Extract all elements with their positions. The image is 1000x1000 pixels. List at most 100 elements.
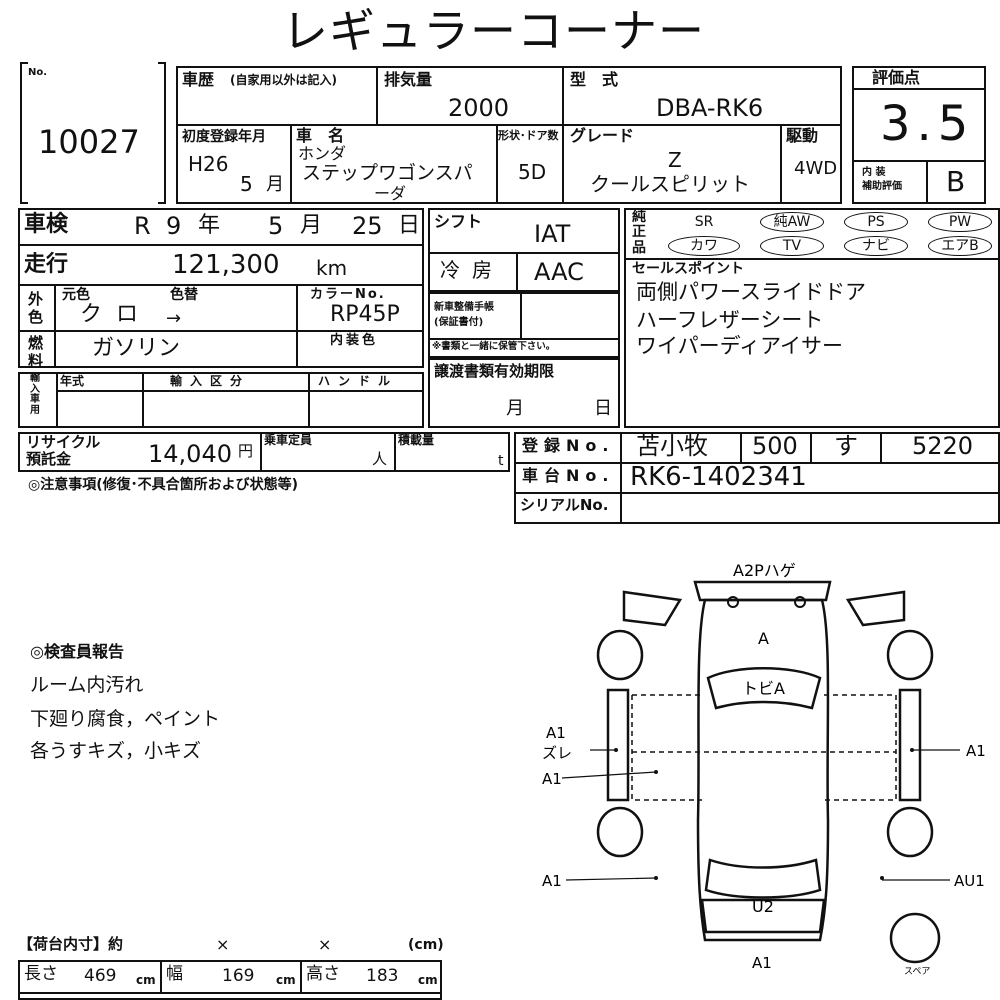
registration-label: 登録No. [522, 436, 615, 455]
cargo-height: 183 [366, 966, 399, 986]
inspection-year: 9 [166, 212, 182, 240]
shift-value: IAT [534, 220, 571, 248]
cargo-length-label: 長さ [24, 964, 58, 984]
first-reg-month: 5 [240, 172, 253, 196]
shift-ac-block [428, 208, 620, 292]
car-name-line2: ーダ [374, 184, 407, 203]
genuine-opt-leather: カワ [668, 236, 740, 256]
reg-area: 苫小牧 [636, 432, 708, 460]
diagram-roof: A [758, 629, 769, 648]
diagram-left-upper-b: ズレ [542, 744, 572, 762]
genuine-opt-airbag: エアB [928, 236, 992, 256]
score-label: 評価点 [872, 68, 921, 87]
diagram-top: A2Pハゲ [733, 561, 796, 580]
sales-points-label: セールスポイント [632, 261, 744, 277]
inspector-line-2: 下廻り腐食，ペイント [30, 708, 221, 730]
genuine-opt-ps: PS [844, 212, 908, 232]
rear-left-wheel [596, 806, 644, 858]
inspection-day: 25 [352, 212, 383, 240]
door-line-right [824, 695, 897, 801]
import-label: 輸 入 車 用 [30, 373, 40, 416]
fuel-value: ガソリン [92, 336, 181, 361]
load-label: 積載量 [398, 433, 435, 447]
lot-number-box: No. 10027 [20, 62, 166, 204]
grade-line2: クールスピリット [590, 172, 750, 196]
genuine-opt-navi: ナビ [844, 236, 908, 256]
rear-window [704, 858, 822, 899]
color-no-label: カラーNo. [310, 287, 386, 302]
first-reg-month-unit: 月 [266, 174, 284, 195]
cargo-width-label: 幅 [166, 964, 183, 984]
import-handle-label: ハンドル [318, 374, 399, 388]
load-unit: t [498, 453, 504, 469]
diagram-spare: スペア [904, 967, 930, 977]
windshield [706, 667, 822, 710]
first-reg-era: H26 [188, 152, 229, 176]
diagram-rear: U2 [752, 897, 774, 916]
caution-label: ◎注意事項(修復･不具合箇所および状態等) [28, 477, 299, 493]
manual-label: 新車整備手帳 (保証書付) [434, 302, 494, 328]
car-name-label: 車 名 [296, 126, 345, 145]
inspector-line-3: 各うすキズ，小キズ [30, 740, 202, 762]
score-value: 3.5 [880, 96, 975, 152]
shape-value: 5D [518, 160, 547, 184]
registration-block [514, 432, 1000, 524]
rear-panel [700, 898, 826, 934]
rear-right-wheel [886, 806, 934, 858]
serial-label: シリアルNo. [520, 496, 609, 514]
color-no-value: RP45P [330, 302, 400, 327]
diagram-left-upper-a: A1 [546, 724, 566, 742]
diagram-right-mid: A1 [966, 742, 986, 760]
transfer-block [428, 358, 620, 428]
history-label: 車歴 [182, 70, 215, 89]
capacity-unit: 人 [372, 450, 388, 468]
interior-value: B [946, 165, 966, 198]
lot-no-label: No. [28, 67, 48, 78]
model-value: DBA-RK6 [656, 94, 764, 122]
interior-label: 内 装 補助評価 [862, 167, 902, 192]
cargo-x2: × [318, 935, 332, 954]
transfer-day-unit: 日 [594, 398, 612, 419]
cargo-block [18, 960, 442, 1000]
grade-line1: Z [668, 148, 682, 172]
reg-kana: す [834, 432, 858, 460]
inspector-line-1: ルーム内汚れ [30, 674, 144, 696]
mileage-label: 走行 [24, 252, 69, 277]
displacement-value: 2000 [448, 94, 510, 122]
left-side-sill [606, 688, 630, 802]
inspection-month: 5 [268, 212, 284, 240]
color-arrow: → [166, 308, 182, 329]
page-title: レギュラーコーナー [282, 4, 705, 58]
cargo-length-cm: cm [136, 973, 156, 987]
shape-label: 形状･ドア数 [498, 129, 559, 142]
drive-label: 駆動 [786, 126, 819, 145]
spare-tire [889, 912, 941, 964]
front-bumper [693, 580, 832, 602]
score-box [852, 66, 986, 204]
import-type-label: 輸入区分 [170, 374, 251, 388]
diagram-windshield: トビA [742, 679, 785, 698]
cargo-label: 【荷台内寸】約 [18, 935, 124, 953]
chassis-label: 車台No. [522, 466, 615, 485]
diagram-left-low: A1 [542, 872, 562, 890]
cargo-unit: (cm) [408, 937, 444, 953]
mileage-unit: km [316, 256, 348, 280]
capacity-label: 乗車定員 [264, 433, 313, 447]
import-block [18, 372, 424, 428]
sales-point-1: 両側パワースライドドア [636, 280, 866, 304]
front-right-wheel [886, 629, 934, 681]
reg-number: 5220 [912, 432, 974, 460]
import-year-label: 年式 [60, 374, 85, 388]
change-color-label: 色替 [170, 287, 198, 303]
recycle-unit: 円 [238, 442, 254, 460]
car-body-outline [696, 598, 830, 942]
transfer-month-unit: 月 [506, 398, 524, 419]
diagram-bottom: A1 [752, 954, 772, 972]
door-line-left [631, 695, 702, 801]
shift-label: シフト [434, 212, 483, 231]
fuel-label: 燃 料 [28, 334, 44, 370]
inspection-month-unit: 月 [300, 213, 323, 238]
ac-label: 冷房 [440, 258, 504, 282]
inspection-day-unit: 日 [398, 213, 421, 238]
chassis-value: RK6-1402341 [630, 462, 807, 492]
